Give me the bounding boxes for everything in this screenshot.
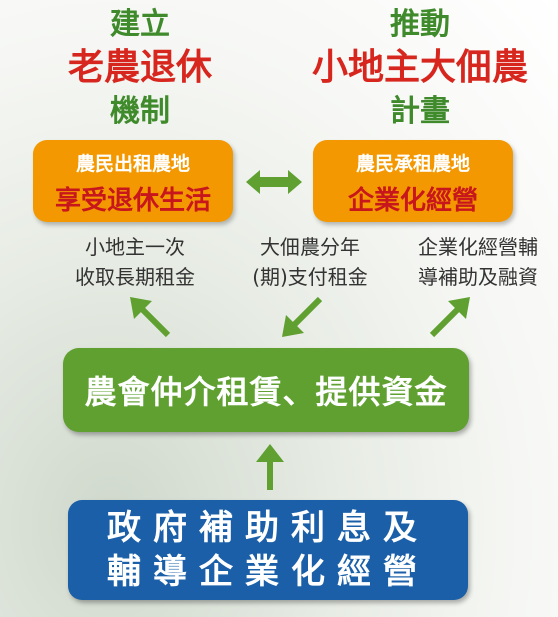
blue-box-line1: 政府補助利息及 [107, 508, 429, 548]
blue-box-line2: 輔導企業化經營 [107, 552, 429, 592]
desc-middle: 大佃農分年 (期)支付租金 [225, 232, 395, 292]
double-arrow-icon [246, 170, 302, 194]
blue-box: 政府補助利息及 輔導企業化經營 [68, 500, 468, 600]
left-box-bottom: 享受退休生活 [54, 186, 211, 216]
desc-left-line1: 小地主一次 [85, 235, 185, 259]
desc-middle-line2: (期)支付租金 [252, 265, 368, 289]
desc-right-line2: 導補助及融資 [418, 265, 538, 289]
desc-left-line2: 收取長期租金 [75, 265, 195, 289]
left-orange-box: 農民出租農地 享受退休生活 [33, 140, 233, 222]
desc-left: 小地主一次 收取長期租金 [55, 232, 215, 292]
right-orange-box: 農民承租農地 企業化經營 [313, 140, 513, 222]
desc-right-line1: 企業化經營輔 [418, 235, 538, 259]
desc-middle-line1: 大佃農分年 [260, 235, 360, 259]
right-box-bottom: 企業化經營 [347, 186, 478, 216]
left-header-line1: 建立 [110, 7, 170, 42]
right-header-line3: 計畫 [390, 94, 450, 129]
left-header-line3: 機制 [110, 94, 170, 129]
desc-right: 企業化經營輔 導補助及融資 [398, 232, 558, 292]
arrow-up-left-icon [130, 297, 171, 338]
arrow-up-right-icon [429, 297, 470, 338]
right-header-line1: 推動 [390, 7, 450, 42]
right-box-top: 農民承租農地 [355, 153, 470, 175]
right-header-title: 小地主大佃農 [311, 47, 528, 88]
arrow-up-icon [256, 444, 284, 490]
left-header-title: 老農退休 [67, 47, 212, 88]
left-box-top: 農民出租農地 [75, 153, 190, 175]
green-box-label: 農會仲介租賃、提供資金 [63, 348, 469, 432]
arrow-down-left-icon [282, 296, 323, 337]
